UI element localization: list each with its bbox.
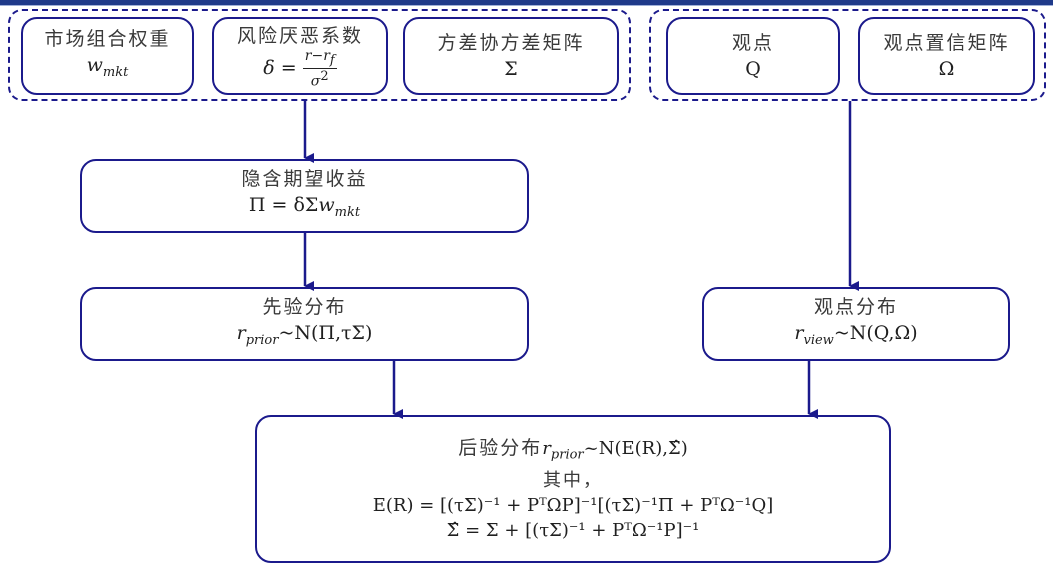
views-box: 观点 Q: [666, 17, 840, 95]
covariance-matrix-title: 方差协方差矩阵: [437, 32, 585, 54]
prior-distribution-title: 先验分布: [262, 296, 347, 319]
market-weight-box: 市场组合权重 wmkt: [21, 17, 194, 95]
header-accent-bar: [0, 0, 1053, 5]
implied-returns-formula: Π = δΣwmkt: [248, 194, 361, 220]
market-weight-title: 市场组合权重: [44, 28, 171, 51]
implied-returns-box: 隐含期望收益 Π = δΣwmkt: [80, 159, 529, 233]
header-accent-line: [0, 5, 1053, 6]
posterior-where-label: 其中，: [543, 469, 603, 491]
view-confidence-box: 观点置信矩阵 Ω: [858, 17, 1035, 95]
posterior-distribution-box: 后验分布rprior~N(E(R),Σ̂) 其中， E(R) = [(τΣ)⁻¹…: [255, 415, 891, 563]
risk-aversion-title: 风险厌恶系数: [236, 24, 363, 47]
views-formula: Q: [745, 58, 761, 80]
view-distribution-title: 观点分布: [813, 296, 898, 319]
view-confidence-title: 观点置信矩阵: [883, 32, 1010, 54]
view-distribution-box: 观点分布 rview~N(Q,Ω): [702, 287, 1010, 361]
prior-distribution-formula: rprior~N(Π,τΣ): [236, 322, 373, 348]
covariance-matrix-box: 方差协方差矩阵 Σ: [403, 17, 619, 95]
view-distribution-formula: rview~N(Q,Ω): [794, 322, 918, 348]
posterior-mean-equation: E(R) = [(τΣ)⁻¹ + PᵀΩP]⁻¹[(τΣ)⁻¹Π + PᵀΩ⁻¹…: [372, 494, 774, 516]
implied-returns-title: 隐含期望收益: [241, 168, 368, 191]
market-weight-formula: wmkt: [86, 54, 129, 80]
covariance-matrix-formula: Σ: [504, 58, 518, 80]
view-confidence-formula: Ω: [938, 58, 955, 80]
posterior-title-formula: 后验分布rprior~N(E(R),Σ̂): [458, 437, 688, 463]
view-inputs-group: [649, 9, 1046, 101]
posterior-covariance-equation: Σ̂ = Σ + [(τΣ)⁻¹ + PᵀΩ⁻¹P]⁻¹: [446, 519, 700, 541]
views-title: 观点: [731, 32, 774, 54]
market-inputs-group: [8, 9, 631, 101]
